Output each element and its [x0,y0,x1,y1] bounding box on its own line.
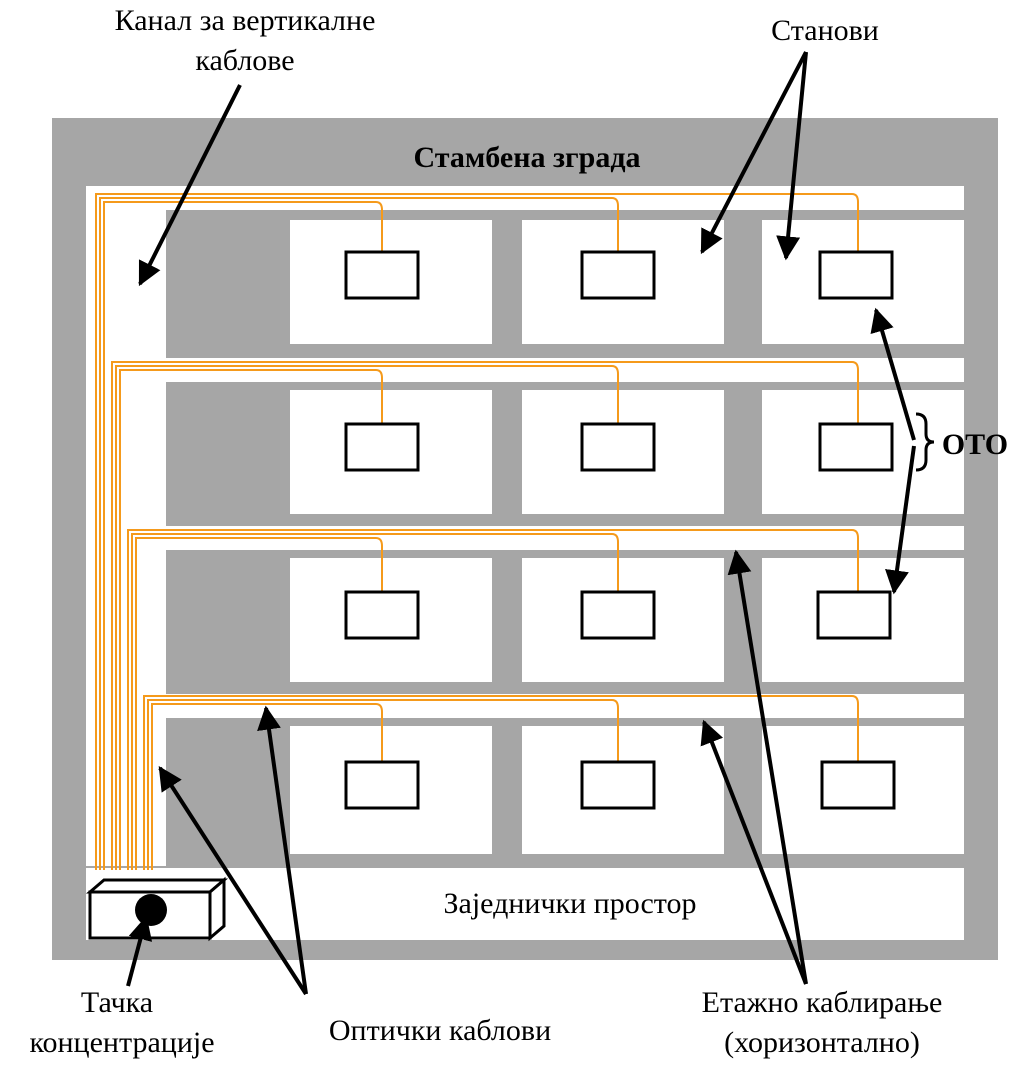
building-title: Стамбена зграда [413,141,640,174]
oto-brace [915,412,935,472]
label-apartments: Станови [771,14,879,47]
arrow-oto-b [885,445,916,595]
oto-box [818,422,894,472]
apartments-grid [290,220,964,854]
optical-cables [95,193,859,870]
concentration-point-dot [135,894,167,926]
arrow-apartments-a [700,51,808,255]
label-vertical-channel-1: Канал за вертикалне [115,4,376,37]
oto-box [580,590,656,640]
arrow-apartments-b [776,51,808,261]
label-floor-cabling-2: (хоризонтално) [724,1026,920,1059]
label-concentration-1: Тачка [81,986,153,1019]
label-optical-cables: Оптички каблови [329,1014,551,1047]
arrow-vertical-channel [138,84,242,287]
concentration-point [85,876,229,942]
oto-box [818,250,894,300]
arrow-optical-a [158,765,308,996]
oto-box [344,760,420,810]
oto-box [344,250,420,300]
floor-strip [86,694,964,718]
oto-box [344,590,420,640]
label-vertical-channel-2: каблове [195,44,294,77]
oto-box [816,590,892,640]
label-oto: ОТО [942,428,1008,461]
label-floor-cabling-1: Етажно каблирање [702,986,943,1019]
oto-box [820,760,896,810]
arrow-floor-b [700,719,808,985]
oto-box [580,422,656,472]
arrow-optical-b [257,705,308,995]
arrow-floor-a [727,549,808,985]
oto-box [580,250,656,300]
common-space-label: Заједнички простор [443,887,696,920]
arrow-oto-a [870,307,916,441]
label-concentration-2: концентрације [29,1026,214,1059]
oto-box [580,760,656,810]
oto-boxes [344,250,896,810]
arrow-concentration [126,915,153,987]
annotation-arrows [126,51,916,996]
oto-box [344,422,420,472]
